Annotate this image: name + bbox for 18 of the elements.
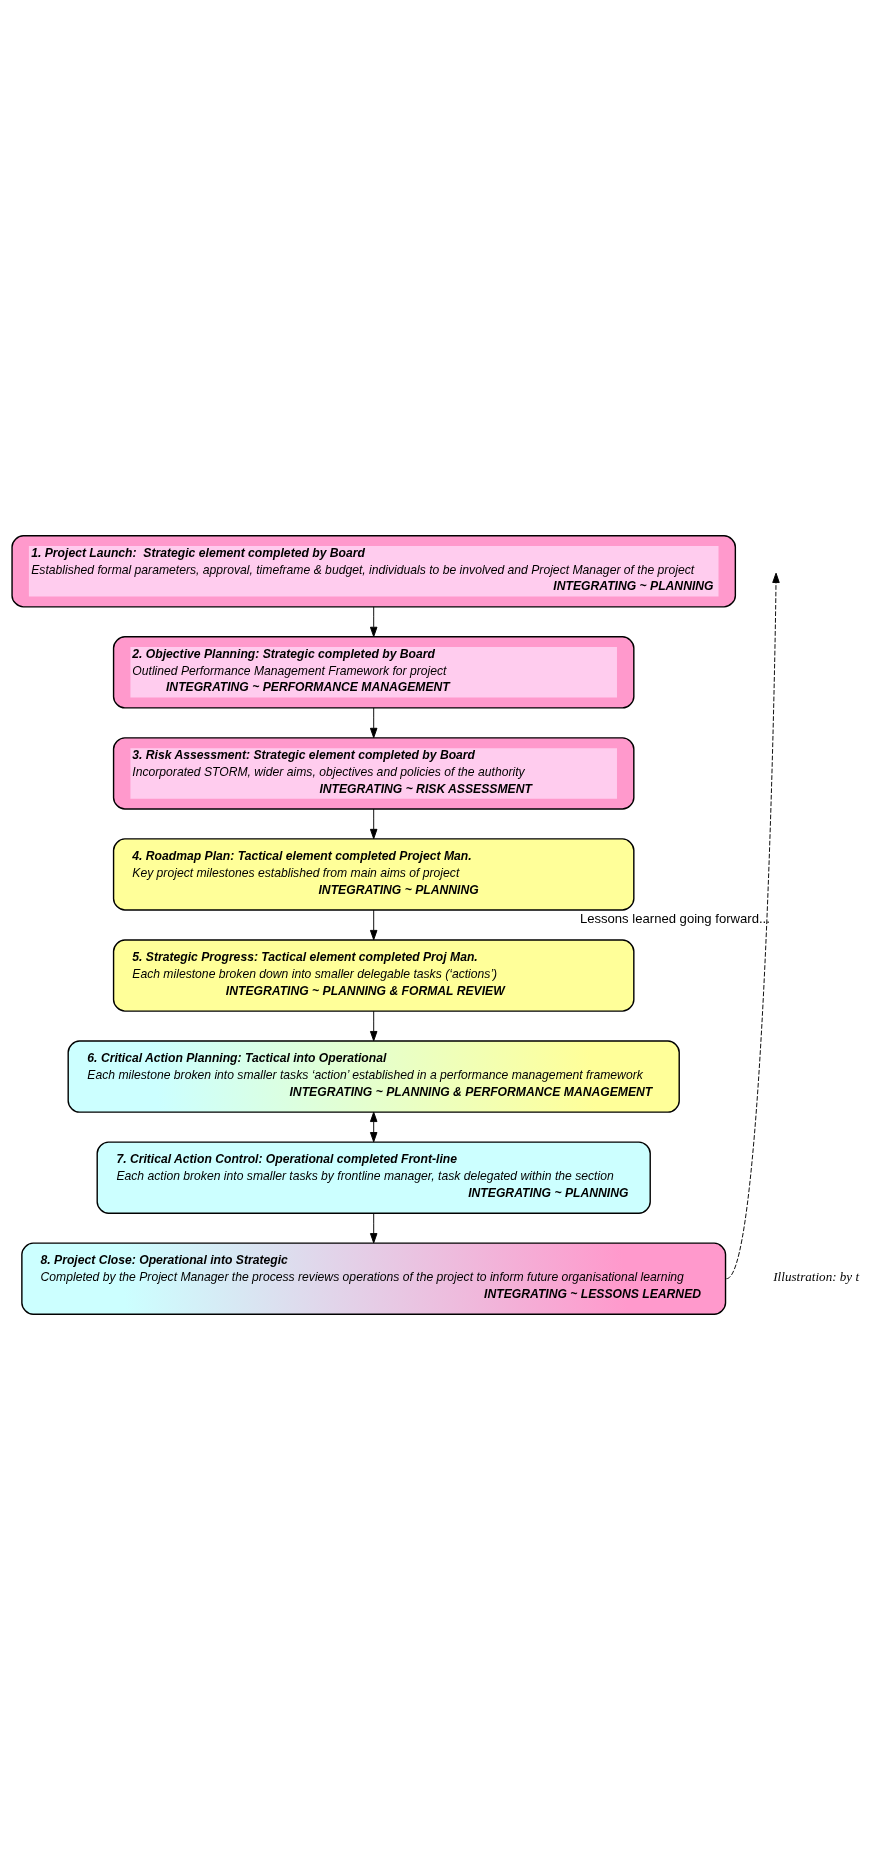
- arrow: [369, 1212, 378, 1244]
- node-box: 8. Project Close: Operational into Strategic Completed by the Project Manager the process reviews operations of the project to inform future organisational learning INTEGRATING ~ LESSONS LEARNED: [21, 1242, 727, 1315]
- node-box: 7. Critical Action Control: Operational completed Front-line Each action broken into smaller tasks by frontline manager, task delegated within the section INTEGRATING ~ PLANNING: [96, 1141, 651, 1214]
- arrow: [369, 808, 378, 840]
- arrow: [726, 572, 780, 1280]
- node-box: 6. Critical Action Planning: Tactical into Operational Each milestone broken into smaller tasks ‘action’ established in a performance management framework INTEGRATING ~ PLANNING & PERFORMANCE MANAGEMENT: [67, 1040, 680, 1113]
- arrow: [369, 909, 378, 941]
- edge-label: Lessons learned going forward...: [579, 911, 770, 927]
- node-box: 1. Project Launch: Strategic element completed by Board Established formal parameters, approval, timeframe & budget, individuals to be involved and Project Manager of the project INTEGRATING ~ PLANNING: [11, 535, 737, 608]
- node-box: 4. Roadmap Plan: Tactical element completed Project Man. Key project milestones established from main aims of project INTEGRATING ~ PLANNING: [112, 838, 635, 911]
- label: Illustration: by t: [773, 1269, 860, 1285]
- node-box: 5. Strategic Progress: Tactical element completed Proj Man. Each milestone broken down into smaller delegable tasks (‘actions’) INTEGRATING ~ PLANNING & FORMAL REVIEW: [112, 939, 635, 1012]
- arrow: [369, 606, 378, 638]
- node-box: 2. Objective Planning: Strategic completed by Board Outlined Performance Management Framework for project INTEGRATING ~ PERFORMANCE MANAGEMENT: [112, 636, 635, 709]
- arrow: [369, 1111, 378, 1143]
- arrow: [369, 707, 378, 739]
- node-box: 3. Risk Assessment: Strategic element completed by Board Incorporated STORM, wider aims, objectives and policies of the authority INTEGRATING ~ RISK ASSESSMENT: [112, 737, 635, 810]
- arrow: [369, 1010, 378, 1042]
